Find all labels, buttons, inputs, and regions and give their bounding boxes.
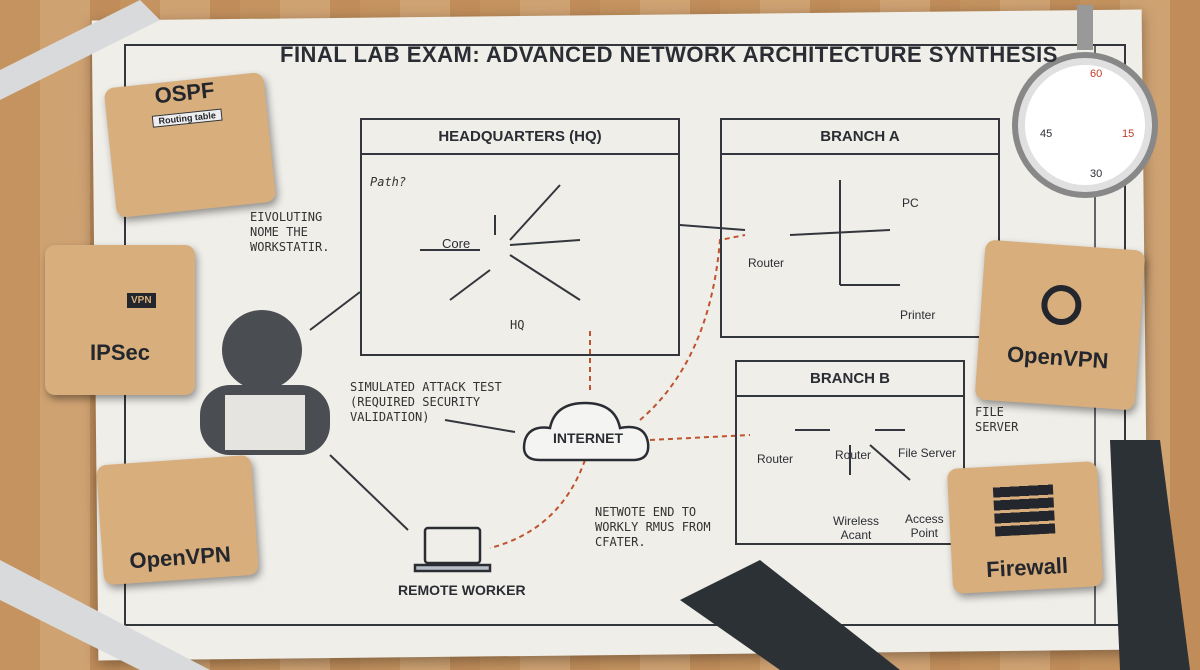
stopwatch-30: 30	[1090, 168, 1103, 180]
remote-worker-label: REMOTE WORKER	[398, 582, 526, 598]
hacker-icon	[200, 310, 330, 455]
routing-table-label: Routing table	[151, 108, 223, 128]
internet-cloud-icon	[522, 401, 650, 462]
puzzle-openvpn-left: OpenVPN	[96, 454, 259, 586]
page-title: FINAL LAB EXAM: ADVANCED NETWORK ARCHITE…	[280, 42, 1058, 67]
firewall-label: Firewall	[985, 552, 1069, 583]
puzzle-ipsec: VPN IPSec	[45, 245, 195, 395]
puzzle-firewall: Firewall	[946, 461, 1104, 594]
branch-b-box: BRANCH B	[735, 360, 965, 545]
printer-label: Printer	[900, 308, 936, 322]
wireless-label: Wireless Acant	[833, 514, 880, 542]
puzzle-openvpn-right: OpenVPN	[974, 239, 1146, 411]
core-label: Core	[442, 236, 471, 251]
stopwatch-45: 45	[1040, 128, 1053, 140]
note-remote: Netwote end to workly rmus from cfater.	[595, 505, 711, 549]
note-file-server: File server	[975, 405, 1019, 434]
vpn-badge: VPN	[127, 293, 156, 308]
hq-box: HEADQUARTERS (HQ)	[360, 118, 680, 356]
stopwatch-icon	[1012, 5, 1158, 198]
branch-b-router1-label: Router	[757, 452, 794, 466]
internet-label: INTERNET	[553, 430, 623, 446]
puzzle-ospf: OSPF Routing table	[103, 71, 277, 219]
file-server-label: File Server	[898, 446, 957, 460]
branch-b-router2-label: Router	[835, 448, 872, 462]
note-path: Path?	[370, 175, 407, 189]
hq-label: HQ	[510, 318, 525, 332]
openvpn-logo-icon	[1040, 283, 1083, 327]
laptop-icon	[413, 526, 492, 573]
ipsec-label: IPSec	[90, 340, 150, 365]
ruler-icon	[0, 0, 210, 670]
openvpn-left-label: OpenVPN	[128, 541, 232, 574]
branch-a-heading: BRANCH A	[722, 120, 998, 155]
note-attack: Simulated attack test (required security…	[350, 380, 502, 424]
openvpn-right-label: OpenVPN	[1006, 341, 1110, 374]
note-workstation: Eivoluting nome the workstatir.	[250, 210, 330, 254]
pc-label: PC	[902, 196, 919, 210]
stopwatch-60: 60	[1090, 68, 1103, 80]
crimping-tool-icon	[680, 440, 1190, 670]
hq-heading: HEADQUARTERS (HQ)	[362, 120, 678, 155]
access-point-label: Access Point	[905, 512, 944, 540]
branch-a-box: BRANCH A	[720, 118, 1000, 338]
stopwatch-15: 15	[1122, 128, 1135, 140]
branch-a-router-label: Router	[748, 256, 785, 270]
branch-b-heading: BRANCH B	[737, 362, 963, 397]
firewall-icon	[992, 483, 1056, 537]
